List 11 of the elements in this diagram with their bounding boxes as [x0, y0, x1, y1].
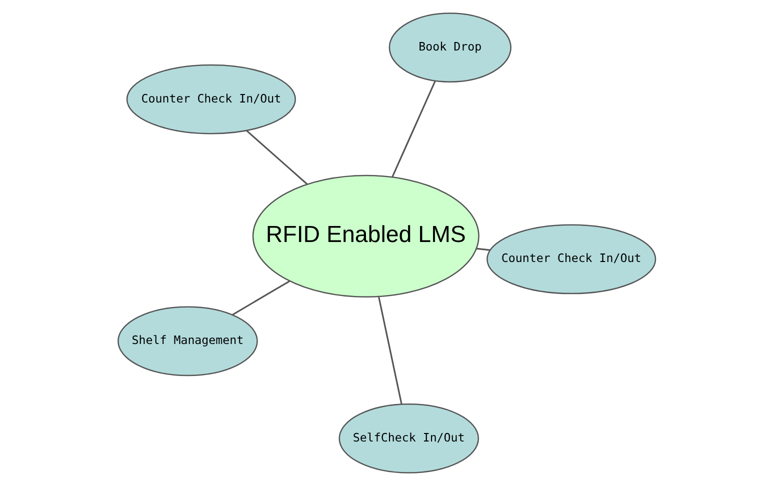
node-ellipse: Book Drop	[388, 12, 511, 82]
node-ellipse: Counter Check In/Out	[486, 224, 656, 294]
node-ellipse: Counter Check In/Out	[126, 64, 296, 134]
connector	[232, 280, 290, 315]
connector	[377, 296, 402, 404]
node-ellipse: SelfCheck In/Out	[338, 403, 479, 473]
connector	[246, 130, 308, 184]
node-ellipse: Shelf Management	[117, 306, 258, 376]
connector	[476, 247, 490, 250]
connector	[391, 80, 436, 177]
node-ellipse: RFID Enabled LMS	[252, 174, 479, 298]
